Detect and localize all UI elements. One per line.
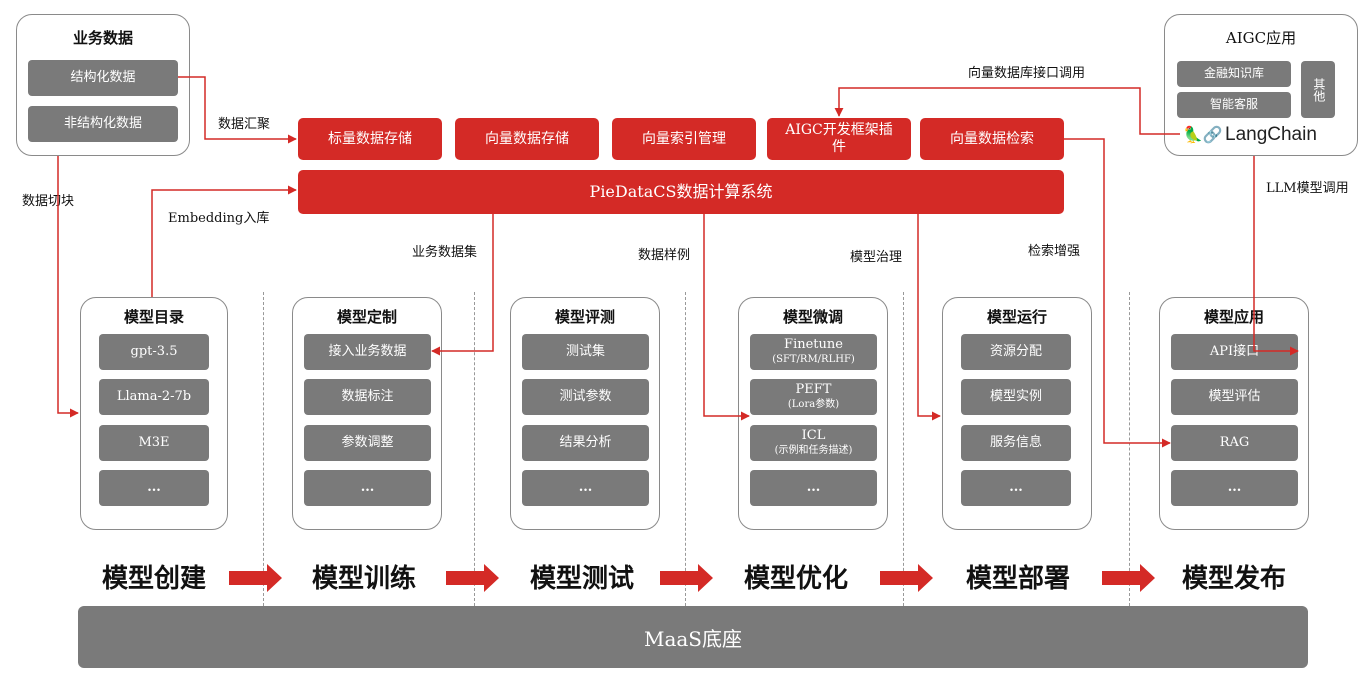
stage-release: 模型发布 [1181,564,1286,594]
stage-create: 模型创建 [101,564,206,594]
vector-retrieval-box: 向量数据检索 [920,118,1064,160]
unstructured-data-box: 非结构化数据 [28,106,178,142]
retrieval-enhance-connector [1064,138,1171,448]
module-item: 模型评估 [1171,379,1298,415]
module-model-catalog: 模型目录 gpt-3.5 Llama-2-7b M3E ... [80,297,228,530]
module-item: API接口 [1171,334,1298,370]
separator [903,292,904,606]
module-item: RAG [1171,425,1298,461]
structured-data-box: 结构化数据 [28,60,178,96]
module-item: PEFT (Lora参数) [750,379,877,415]
stage-train: 模型训练 [311,564,416,594]
module-item: ... [304,470,431,506]
module-model-finetune: 模型微调 Finetune (SFT/RM/RLHF) PEFT (Lora参数… [738,297,888,530]
module-item: gpt-3.5 [99,334,209,370]
governance-connector [917,214,941,421]
module-item: ICL (示例和任务描述) [750,425,877,461]
aigc-app-title: AIGC应用 [1225,29,1297,47]
aigc-plugin-box: AIGC开发框架插件 [767,118,911,160]
stage-test: 模型测试 [529,564,634,594]
module-item: ... [99,470,209,506]
module-item: Finetune (SFT/RM/RLHF) [750,334,877,370]
business-data-title: 业务数据 [72,29,133,47]
stage-arrow [1102,564,1155,592]
data-chunk-connector [57,156,79,418]
smart-cs-box: 智能客服 [1177,92,1291,118]
compute-system-bar: PieDataCS数据计算系统 [298,170,1064,214]
module-model-evaluation: 模型评测 测试集 测试参数 结果分析 ... [510,297,660,530]
module-title: 模型评测 [554,308,615,326]
module-item: 测试集 [522,334,649,370]
module-item: ... [1171,470,1298,506]
other-label: 其他 [1311,77,1326,102]
module-item: 资源分配 [961,334,1071,370]
module-item: 服务信息 [961,425,1071,461]
separator [685,292,686,606]
biz-dataset-label: 业务数据集 [412,245,478,260]
stage-arrow [446,564,499,592]
parrot-icon: 🦜🔗 [1183,125,1223,144]
separator [263,292,264,606]
data-gather-connector [178,76,297,144]
module-item: 接入业务数据 [304,334,431,370]
module-item: ... [961,470,1071,506]
stage-arrow [660,564,713,592]
langchain-logo: LangChain [1225,124,1317,145]
data-gather-label: 数据汇聚 [218,117,271,132]
aigc-app-panel: AIGC应用 金融知识库 智能客服 其他 🦜🔗 LangChain [1164,14,1358,156]
module-item: 结果分析 [522,425,649,461]
llm-call-label: LLM模型调用 [1266,181,1349,196]
retrieval-enhance-label: 检索增强 [1028,244,1081,259]
module-item: 数据标注 [304,379,431,415]
vector-index-box: 向量索引管理 [612,118,756,160]
vector-api-call-label: 向量数据库接口调用 [968,66,1086,81]
module-title: 模型微调 [782,308,843,326]
module-item-sub: (SFT/RM/RLHF) [772,354,855,366]
module-item: ... [522,470,649,506]
governance-label: 模型治理 [850,250,903,265]
llm-call-connector [1253,156,1299,356]
module-title: 模型定制 [336,308,397,326]
module-item-main: ICL [801,428,826,444]
separator [1129,292,1130,606]
module-model-application: 模型应用 API接口 模型评估 RAG ... [1159,297,1309,530]
module-item-main: PEFT [795,382,832,398]
maas-base-bar: MaaS底座 [78,606,1308,668]
module-item: 测试参数 [522,379,649,415]
module-title: 模型应用 [1203,308,1264,326]
stage-arrow [880,564,933,592]
separator [474,292,475,606]
stage-deploy: 模型部署 [965,564,1070,594]
module-item: ... [750,470,877,506]
module-model-run: 模型运行 资源分配 模型实例 服务信息 ... [942,297,1092,530]
data-sample-connector [703,214,750,421]
biz-dataset-connector [431,214,494,356]
module-title: 模型目录 [123,308,184,326]
data-chunk-label: 数据切块 [22,194,75,209]
module-item-sub: (Lora参数) [787,399,840,411]
data-sample-label: 数据样例 [638,248,691,263]
vector-api-connector [834,87,1180,135]
finance-kb-box: 金融知识库 [1177,61,1291,87]
vector-storage-box: 向量数据存储 [455,118,599,160]
module-title: 模型运行 [986,308,1047,326]
module-item: M3E [99,425,209,461]
module-item-sub: (示例和任务描述) [774,445,853,457]
stage-arrow [229,564,282,592]
embedding-label: Embedding入库 [168,211,270,226]
business-data-panel: 业务数据 结构化数据 非结构化数据 [16,14,190,156]
stage-optimize: 模型优化 [743,564,848,594]
module-item: Llama-2-7b [99,379,209,415]
module-item-main: Finetune [784,337,843,353]
module-item: 参数调整 [304,425,431,461]
scalar-storage-box: 标量数据存储 [298,118,442,160]
module-model-customize: 模型定制 接入业务数据 数据标注 参数调整 ... [292,297,442,530]
module-item: 模型实例 [961,379,1071,415]
embedding-connector [151,185,297,297]
other-box: 其他 [1301,61,1335,118]
